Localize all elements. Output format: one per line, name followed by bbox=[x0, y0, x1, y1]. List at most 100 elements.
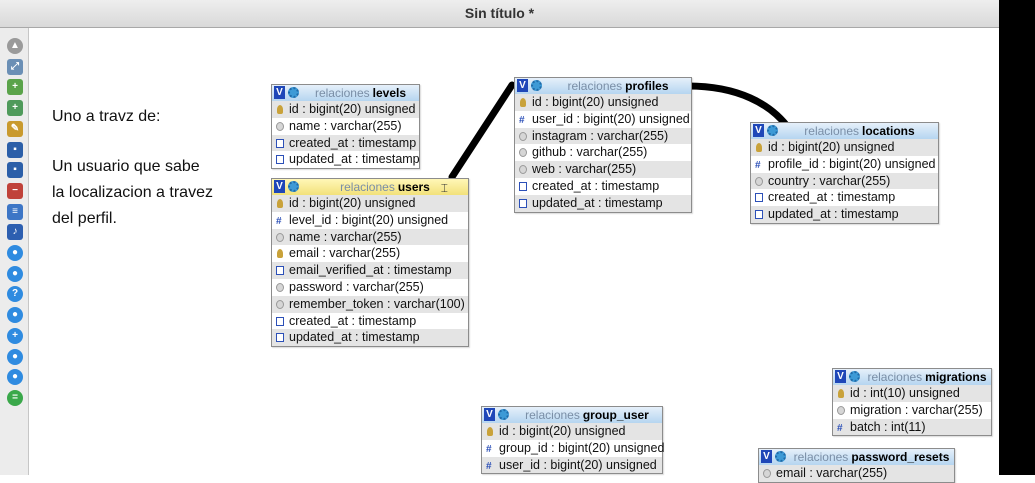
column-label: created_at : timestamp bbox=[289, 313, 417, 328]
toggle-view-icon[interactable]: V bbox=[761, 450, 772, 463]
table-name: locations bbox=[862, 124, 915, 138]
column-row[interactable]: web : varchar(255) bbox=[515, 161, 691, 178]
column-row[interactable]: email : varchar(255) bbox=[272, 245, 468, 262]
column-row[interactable]: id : bigint(20) unsigned bbox=[482, 423, 662, 440]
new-page-icon[interactable]: + bbox=[7, 100, 23, 117]
column-row[interactable]: #group_id : bigint(20) unsigned bbox=[482, 440, 664, 457]
save-as-icon[interactable]: ▪ bbox=[7, 162, 23, 179]
column-row[interactable]: #user_id : bigint(20) unsigned bbox=[482, 456, 662, 474]
column-row[interactable]: created_at : timestamp bbox=[515, 178, 691, 195]
column-label: user_id : bigint(20) unsigned bbox=[499, 457, 657, 472]
column-row[interactable]: password : varchar(255) bbox=[272, 279, 468, 296]
help-icon[interactable]: ? bbox=[7, 286, 23, 303]
column-row[interactable]: #level_id : bigint(20) unsigned bbox=[272, 212, 468, 229]
date-type-icon bbox=[276, 138, 284, 148]
column-list: id : bigint(20) unsigned#user_id : bigin… bbox=[515, 94, 691, 212]
toggle-view-icon[interactable]: V bbox=[517, 79, 528, 92]
column-row[interactable]: name : varchar(255) bbox=[272, 228, 468, 246]
add-table-icon[interactable]: + bbox=[7, 79, 23, 96]
column-row[interactable]: updated_at : timestamp bbox=[272, 151, 420, 168]
column-row[interactable]: instagram : varchar(255) bbox=[515, 127, 691, 145]
column-row[interactable]: created_at : timestamp bbox=[272, 134, 419, 152]
table-options-icon[interactable] bbox=[775, 451, 786, 462]
column-row[interactable]: remember_token : varchar(100) bbox=[272, 295, 468, 313]
fit-icon[interactable]: ⤢ bbox=[7, 58, 23, 75]
nav-circle-icon-4[interactable]: + bbox=[7, 327, 23, 344]
chart-icon-glyph: ♪ bbox=[12, 226, 18, 238]
table-name: migrations bbox=[925, 370, 987, 384]
column-row[interactable]: github : varchar(255) bbox=[515, 144, 691, 161]
toggle-view-icon[interactable]: V bbox=[274, 86, 285, 99]
nav-circle-icon-1[interactable]: ● bbox=[7, 245, 23, 261]
toggle-view-icon[interactable]: V bbox=[274, 180, 285, 193]
column-row[interactable]: created_at : timestamp bbox=[751, 189, 938, 206]
column-list: id : bigint(20) unsigned#group_id : bigi… bbox=[482, 423, 664, 474]
column-row[interactable]: created_at : timestamp bbox=[272, 313, 468, 330]
column-row[interactable]: #user_id : bigint(20) unsigned bbox=[515, 111, 691, 128]
key-type-icon bbox=[487, 427, 493, 436]
column-label: profile_id : bigint(20) unsigned bbox=[768, 156, 936, 171]
edit-icon[interactable]: ✎ bbox=[7, 120, 23, 137]
date-type-icon bbox=[276, 155, 284, 165]
column-label: level_id : bigint(20) unsigned bbox=[289, 212, 449, 227]
column-row[interactable]: #profile_id : bigint(20) unsigned bbox=[751, 156, 938, 173]
column-row[interactable]: id : bigint(20) unsigned bbox=[751, 139, 938, 156]
nav-circle-icon-6[interactable]: ● bbox=[7, 369, 23, 386]
list-icon[interactable]: ≡ bbox=[7, 203, 23, 220]
nav-circle-icon-7[interactable]: = bbox=[7, 389, 23, 406]
nav-circle-icon-3[interactable]: ● bbox=[7, 307, 23, 324]
table-options-icon[interactable] bbox=[767, 125, 778, 136]
column-row[interactable]: name : varchar(255) bbox=[272, 118, 419, 135]
nav-circle-icon-6-glyph: ● bbox=[11, 371, 19, 383]
column-row[interactable]: migration : varchar(255) bbox=[833, 402, 991, 419]
column-row[interactable]: country : varchar(255) bbox=[751, 172, 938, 190]
column-row[interactable]: id : bigint(20) unsigned bbox=[272, 101, 419, 118]
column-row[interactable]: email_verified_at : timestamp bbox=[272, 262, 468, 279]
chart-icon[interactable]: ♪ bbox=[7, 224, 23, 241]
column-row[interactable]: updated_at : timestamp bbox=[751, 206, 938, 223]
column-label: updated_at : timestamp bbox=[289, 330, 420, 345]
save-icon[interactable]: ▪ bbox=[7, 141, 23, 158]
column-row[interactable]: id : int(10) unsigned bbox=[833, 385, 991, 402]
text-type-icon bbox=[837, 405, 845, 415]
nav-circle-icon-5[interactable]: ● bbox=[7, 348, 23, 365]
column-row[interactable]: id : bigint(20) unsigned bbox=[515, 94, 691, 111]
nav-circle-icon-2[interactable]: ● bbox=[7, 265, 23, 282]
column-row[interactable]: #batch : int(11) bbox=[833, 418, 991, 436]
column-row[interactable]: updated_at : timestamp bbox=[515, 194, 691, 212]
table-options-icon[interactable] bbox=[288, 87, 299, 98]
table-options-icon[interactable] bbox=[531, 80, 542, 91]
database-name: relaciones bbox=[314, 86, 370, 100]
column-row[interactable]: updated_at : timestamp bbox=[272, 329, 468, 347]
column-row[interactable]: email : varchar(255) bbox=[759, 465, 954, 482]
save-icon-glyph: ▪ bbox=[13, 143, 17, 155]
nav-circle-icon-7-glyph: = bbox=[12, 391, 18, 403]
column-list: email : varchar(255) bbox=[759, 465, 954, 482]
table-options-icon[interactable] bbox=[498, 409, 509, 420]
date-type-icon bbox=[519, 198, 527, 208]
nav-circle-icon-3-glyph: ● bbox=[11, 309, 19, 321]
toggle-view-icon[interactable]: V bbox=[753, 124, 764, 137]
delete-page-icon[interactable]: − bbox=[7, 182, 23, 199]
toggle-view-icon[interactable]: V bbox=[835, 370, 846, 383]
collapse-icon[interactable]: ▲ bbox=[7, 38, 23, 54]
column-row[interactable]: id : bigint(20) unsigned bbox=[272, 195, 468, 212]
table-options-icon[interactable] bbox=[849, 371, 860, 382]
table-options-icon[interactable] bbox=[288, 181, 299, 192]
toggle-view-icon[interactable]: V bbox=[484, 408, 495, 421]
